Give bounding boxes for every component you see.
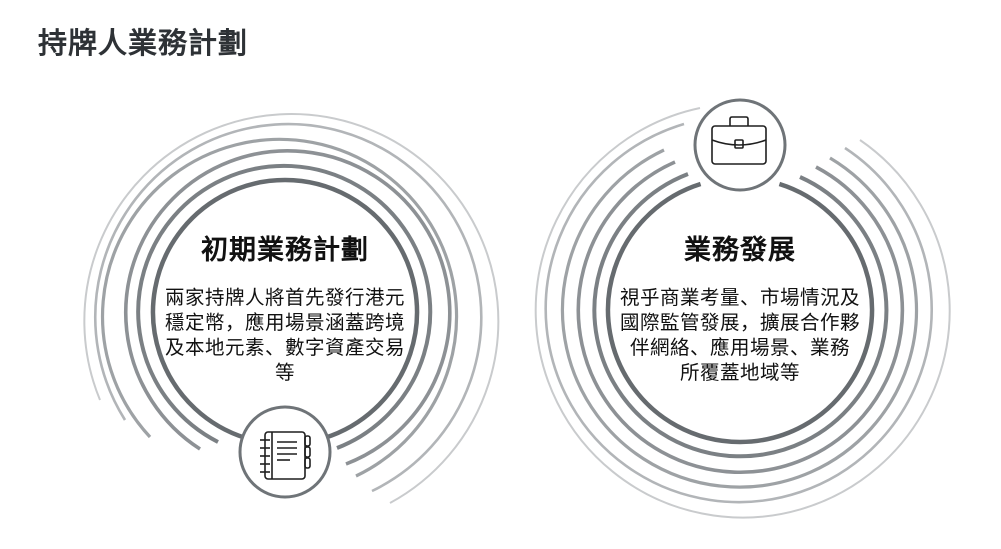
body-line: 伴網絡、應用場景、業務 — [629, 336, 850, 359]
circle-body: 兩家持牌人將首先發行港元 穩定幣，應用場景涵蓋跨境 及本地元素、數字資產交易 等 — [150, 285, 420, 385]
page-title: 持牌人業務計劃 — [38, 26, 249, 60]
body-line: 及本地元素、數字資產交易 — [164, 336, 405, 359]
left-circle-rings — [83, 113, 500, 504]
body-line: 等 — [274, 361, 295, 384]
body-line: 所覆蓋地域等 — [679, 361, 800, 384]
right-circle-rings — [534, 107, 951, 519]
right-circle-content: 業務發展 視乎商業考量、市場情況及 國際監管發展，擴展合作夥 伴網絡、應用場景、… — [605, 228, 875, 385]
body-line: 視乎商業考量、市場情況及 — [619, 286, 860, 309]
circle-heading: 初期業務計劃 — [201, 235, 369, 266]
body-line: 穩定幣，應用場景涵蓋跨境 — [164, 311, 405, 334]
circle-heading: 業務發展 — [684, 235, 796, 266]
notebook-icon — [260, 431, 311, 480]
body-line: 國際監管發展，擴展合作夥 — [619, 311, 860, 334]
briefcase-icon — [711, 116, 767, 165]
briefcase-badge — [693, 98, 787, 192]
left-circle-content: 初期業務計劃 兩家持牌人將首先發行港元 穩定幣，應用場景涵蓋跨境 及本地元素、數… — [150, 228, 420, 385]
circle-body: 視乎商業考量、市場情況及 國際監管發展，擴展合作夥 伴網絡、應用場景、業務 所覆… — [605, 285, 875, 385]
body-line: 兩家持牌人將首先發行港元 — [164, 286, 405, 309]
notebook-badge — [238, 405, 332, 499]
